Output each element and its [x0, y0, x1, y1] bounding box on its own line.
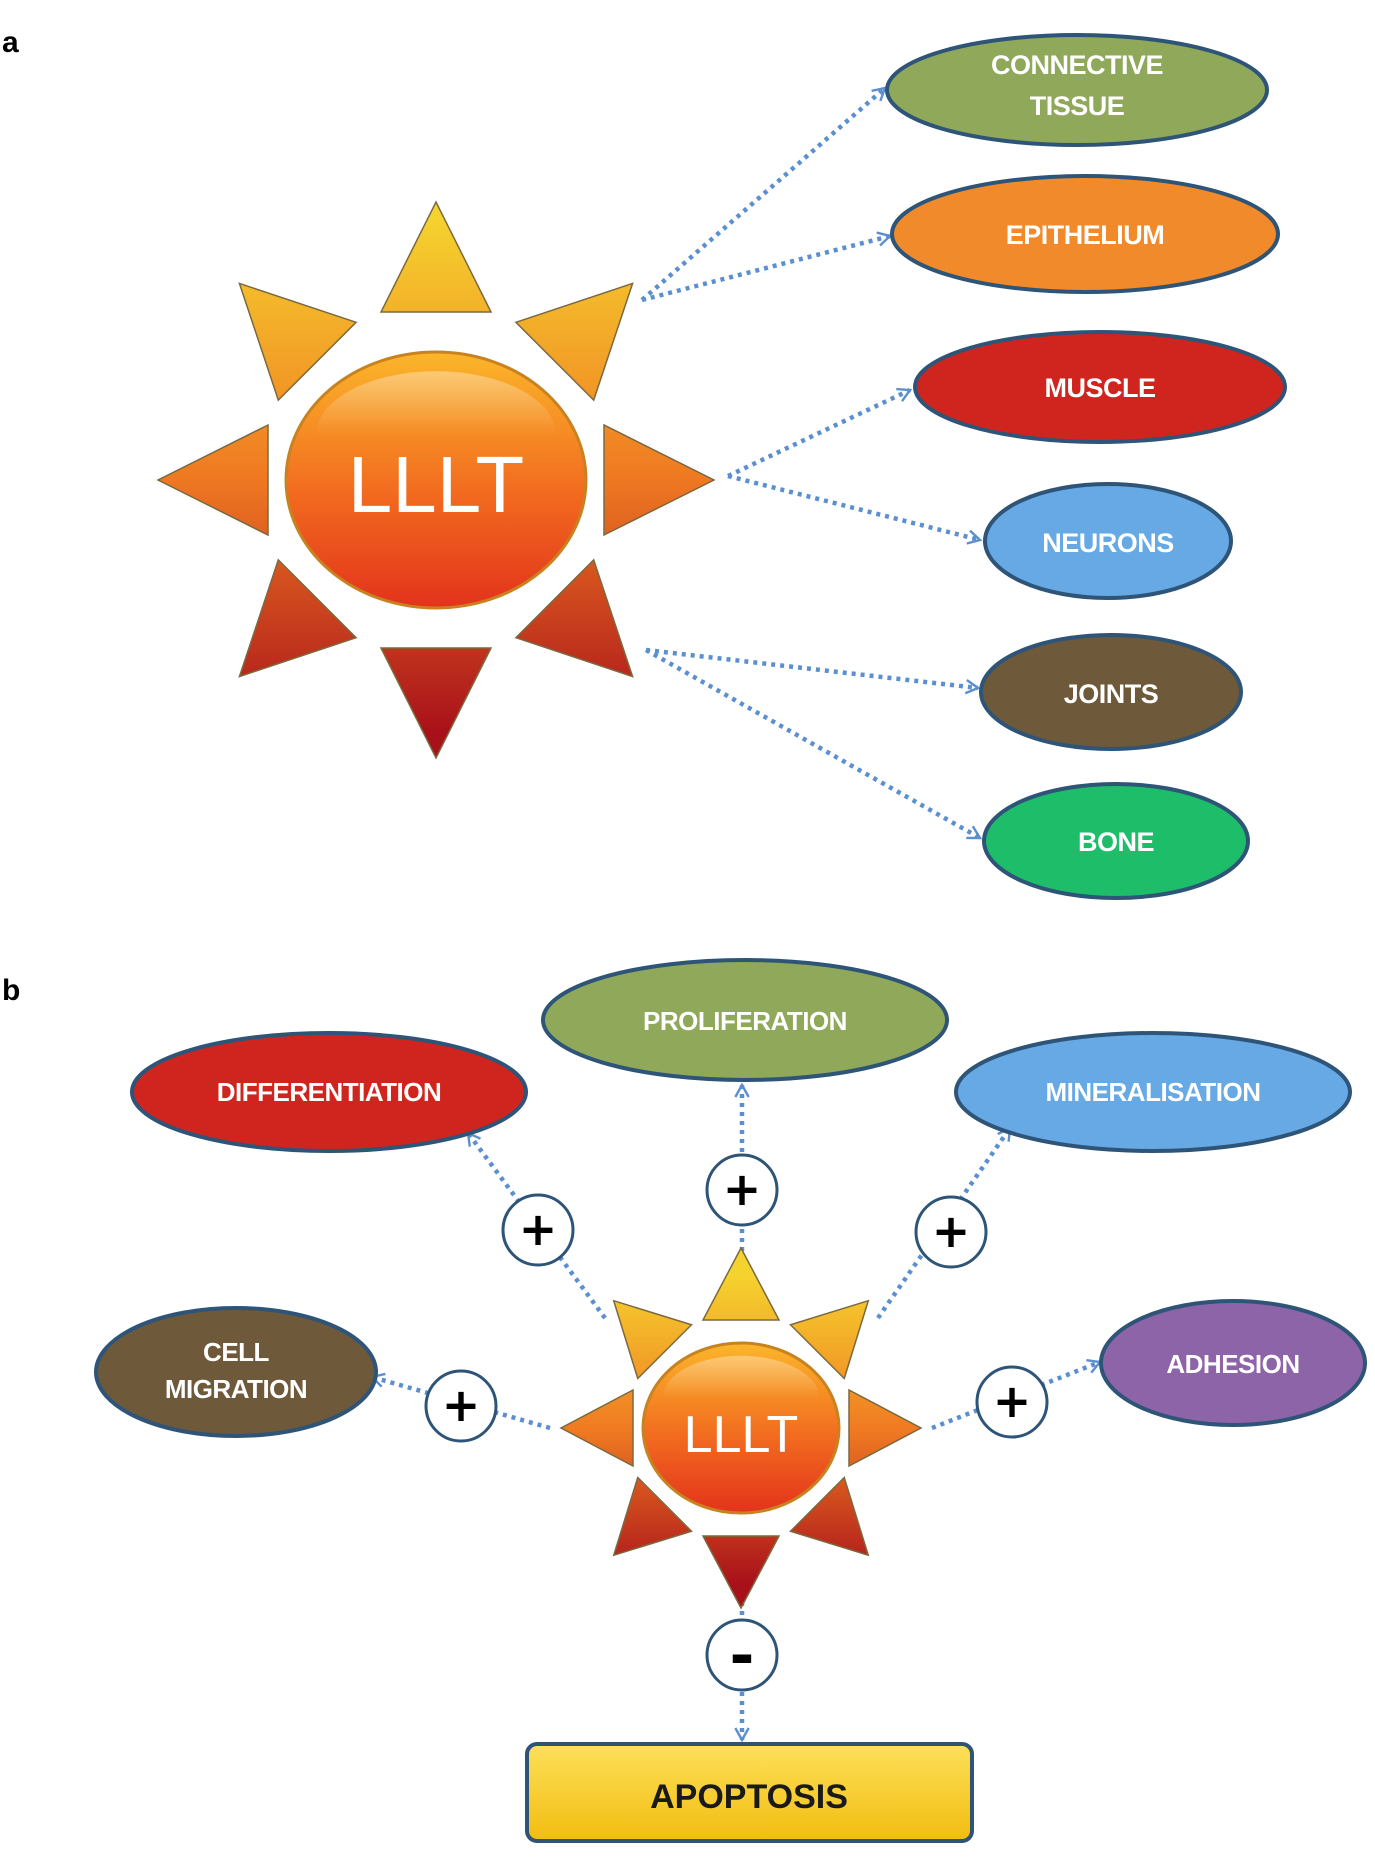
target-muscle-label: MUSCLE: [1045, 373, 1156, 403]
panel-a: LLLT CONNECTIVE TISSUE EPITHELIUM MUSCLE…: [156, 33, 1287, 900]
effect-adhesion-label: ADHESION: [1166, 1349, 1299, 1379]
panel-b-signs: + + + + + -: [424, 1153, 1049, 1692]
sign-adhesion-text: +: [993, 1374, 1032, 1428]
target-connective-tissue-line2: TISSUE: [1030, 91, 1125, 121]
b-sun-ray-7: [559, 1388, 634, 1468]
a-sun-ray-3: [603, 423, 716, 537]
panel-b-letter: b: [2, 974, 20, 1007]
sign-mineralisation: +: [914, 1195, 988, 1269]
b-sun-ray-5: [701, 1535, 781, 1610]
sign-proliferation-text: +: [723, 1162, 762, 1216]
b-sun-ray-8: [612, 1299, 693, 1380]
apoptosis-label: APOPTOSIS: [650, 1778, 848, 1816]
arrow-to-neurons: [727, 473, 983, 545]
a-sun-ray-6: [238, 558, 358, 678]
target-neurons-label: NEURONS: [1042, 528, 1174, 558]
a-sun-ray-7: [156, 423, 269, 537]
arrow-to-differentiation: [466, 1131, 607, 1320]
sign-cell-migration: +: [424, 1369, 498, 1443]
arrow-to-epithelium: [641, 231, 893, 303]
b-sun-gloss: [662, 1355, 820, 1441]
target-joints: JOINTS: [979, 633, 1243, 751]
panel-b: LLLT DIFFERENTIATION PROLIFERATION MINER…: [94, 958, 1367, 1843]
target-connective-tissue-line1: CONNECTIVE: [991, 50, 1163, 80]
sign-adhesion: +: [975, 1365, 1049, 1439]
effect-cell-migration-line1: CELL: [203, 1337, 270, 1367]
arrow-to-joints: [645, 647, 981, 695]
target-bone: BONE: [982, 782, 1250, 900]
target-muscle: MUSCLE: [913, 330, 1287, 444]
target-neurons: NEURONS: [983, 482, 1233, 600]
target-connective-tissue: CONNECTIVE TISSUE: [885, 33, 1269, 147]
a-sun-ray-1: [379, 200, 493, 313]
target-joints-label: JOINTS: [1064, 679, 1159, 709]
panel-b-sun: [559, 1246, 923, 1610]
effect-mineralisation-label: MINERALISATION: [1046, 1077, 1261, 1107]
panel-a-center-label: LLLT: [348, 440, 524, 529]
arrow-to-connective-tissue: [640, 86, 887, 302]
sign-differentiation: +: [501, 1193, 575, 1267]
panel-a-letter: a: [2, 26, 19, 59]
arrow-to-muscle: [727, 387, 913, 479]
panel-a-targets: CONNECTIVE TISSUE EPITHELIUM MUSCLE NEUR…: [885, 33, 1287, 900]
sign-apoptosis: -: [705, 1618, 779, 1692]
effect-proliferation-label: PROLIFERATION: [643, 1006, 847, 1036]
effect-cell-migration-line2: MIGRATION: [165, 1374, 307, 1404]
sign-differentiation-text: +: [519, 1202, 558, 1256]
apoptosis-box: APOPTOSIS: [525, 1742, 974, 1843]
target-epithelium-label: EPITHELIUM: [1006, 220, 1165, 250]
target-bone-label: BONE: [1078, 827, 1154, 857]
panel-a-sun: [156, 200, 716, 760]
panel-b-center-label: LLLT: [684, 1406, 799, 1464]
sign-cell-migration-text: +: [442, 1378, 481, 1432]
effect-mineralisation: MINERALISATION: [954, 1031, 1352, 1153]
panel-b-effects: DIFFERENTIATION PROLIFERATION MINERALISA…: [94, 958, 1367, 1438]
b-sun-ray-3: [848, 1388, 923, 1468]
sign-proliferation: +: [705, 1153, 779, 1227]
effect-cell-migration: CELL MIGRATION: [94, 1306, 378, 1438]
b-sun-ray-6: [612, 1476, 693, 1557]
effect-differentiation-label: DIFFERENTIATION: [217, 1077, 442, 1107]
a-sun-ray-4: [514, 558, 634, 678]
effect-differentiation: DIFFERENTIATION: [130, 1031, 528, 1153]
b-sun-ray-1: [701, 1246, 781, 1321]
target-epithelium: EPITHELIUM: [890, 174, 1280, 294]
b-sun-ray-4: [789, 1476, 870, 1557]
sign-apoptosis-text: -: [730, 1621, 755, 1691]
panel-a-arrows: [640, 86, 983, 840]
arrow-to-mineralisation: [876, 1125, 1012, 1320]
b-sun-ray-2: [789, 1299, 870, 1380]
arrow-to-bone: [644, 648, 983, 840]
a-sun-ray-8: [238, 282, 358, 402]
effect-adhesion: ADHESION: [1099, 1299, 1367, 1427]
a-sun-ray-2: [514, 282, 634, 402]
a-sun-gloss: [316, 371, 556, 500]
effect-proliferation: PROLIFERATION: [541, 958, 949, 1082]
sign-mineralisation-text: +: [932, 1204, 971, 1258]
a-sun-ray-5: [379, 647, 493, 760]
